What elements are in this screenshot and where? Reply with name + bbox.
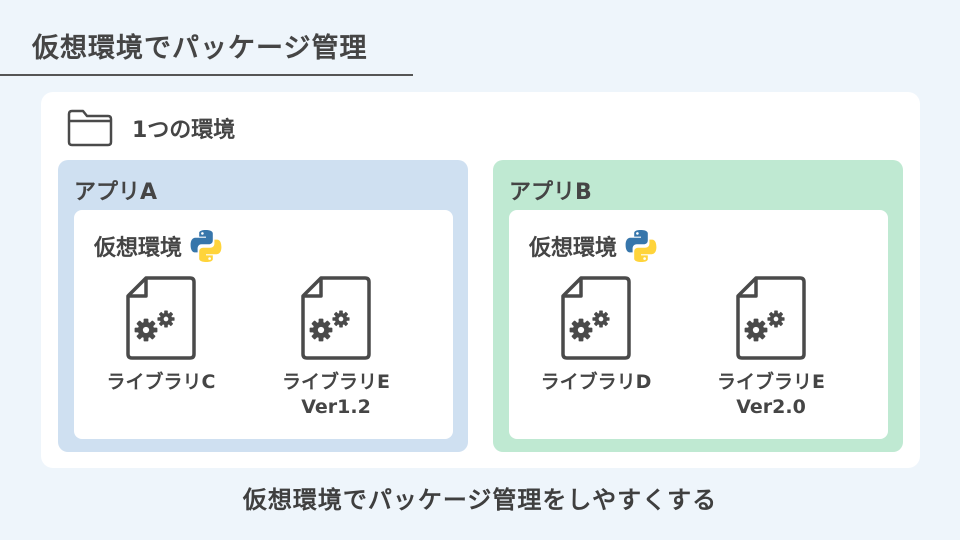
caption: 仮想環境でパッケージ管理をしやすくする bbox=[242, 486, 718, 514]
library-version: Ver2.0 bbox=[736, 395, 806, 418]
library-version: Ver1.2 bbox=[301, 395, 371, 418]
library-name: ライブラリE bbox=[717, 371, 825, 393]
app-b-venv-label: 仮想環境 bbox=[529, 236, 618, 261]
page-title: 仮想環境でパッケージ管理 bbox=[32, 33, 368, 64]
library-item: ライブラリC bbox=[91, 274, 231, 395]
environment-header: 1つの環境 bbox=[66, 108, 235, 148]
app-a-box: アプリA 仮想環境 ライブラリC ライブラリE Ver1.2 bbox=[58, 160, 468, 452]
library-item: ライブラリD bbox=[526, 274, 666, 395]
app-b-venv-header: 仮想環境 bbox=[529, 228, 659, 264]
app-b-venv-box: 仮想環境 ライブラリD ライブラリE Ver2.0 bbox=[509, 210, 888, 439]
library-name: ライブラリC bbox=[106, 371, 216, 393]
app-b-box: アプリB 仮想環境 ライブラリD ライブラリE Ver2.0 bbox=[493, 160, 903, 452]
app-b-title: アプリB bbox=[509, 180, 592, 205]
library-name: ライブラリE bbox=[282, 371, 390, 393]
title-underline bbox=[0, 74, 413, 76]
app-a-venv-header: 仮想環境 bbox=[94, 228, 224, 264]
python-icon bbox=[188, 228, 224, 264]
library-item: ライブラリE Ver1.2 bbox=[266, 274, 406, 419]
library-name: ライブラリD bbox=[540, 371, 652, 393]
environment-label: 1つの環境 bbox=[132, 118, 236, 143]
library-item: ライブラリE Ver2.0 bbox=[701, 274, 841, 419]
app-a-venv-box: 仮想環境 ライブラリC ライブラリE Ver1.2 bbox=[74, 210, 453, 439]
gear-document-icon bbox=[299, 274, 373, 362]
app-a-title: アプリA bbox=[74, 180, 158, 205]
folder-icon bbox=[67, 109, 113, 147]
gear-document-icon bbox=[734, 274, 808, 362]
python-icon bbox=[623, 228, 659, 264]
gear-document-icon bbox=[124, 274, 198, 362]
gear-document-icon bbox=[559, 274, 633, 362]
app-a-venv-label: 仮想環境 bbox=[94, 236, 183, 261]
